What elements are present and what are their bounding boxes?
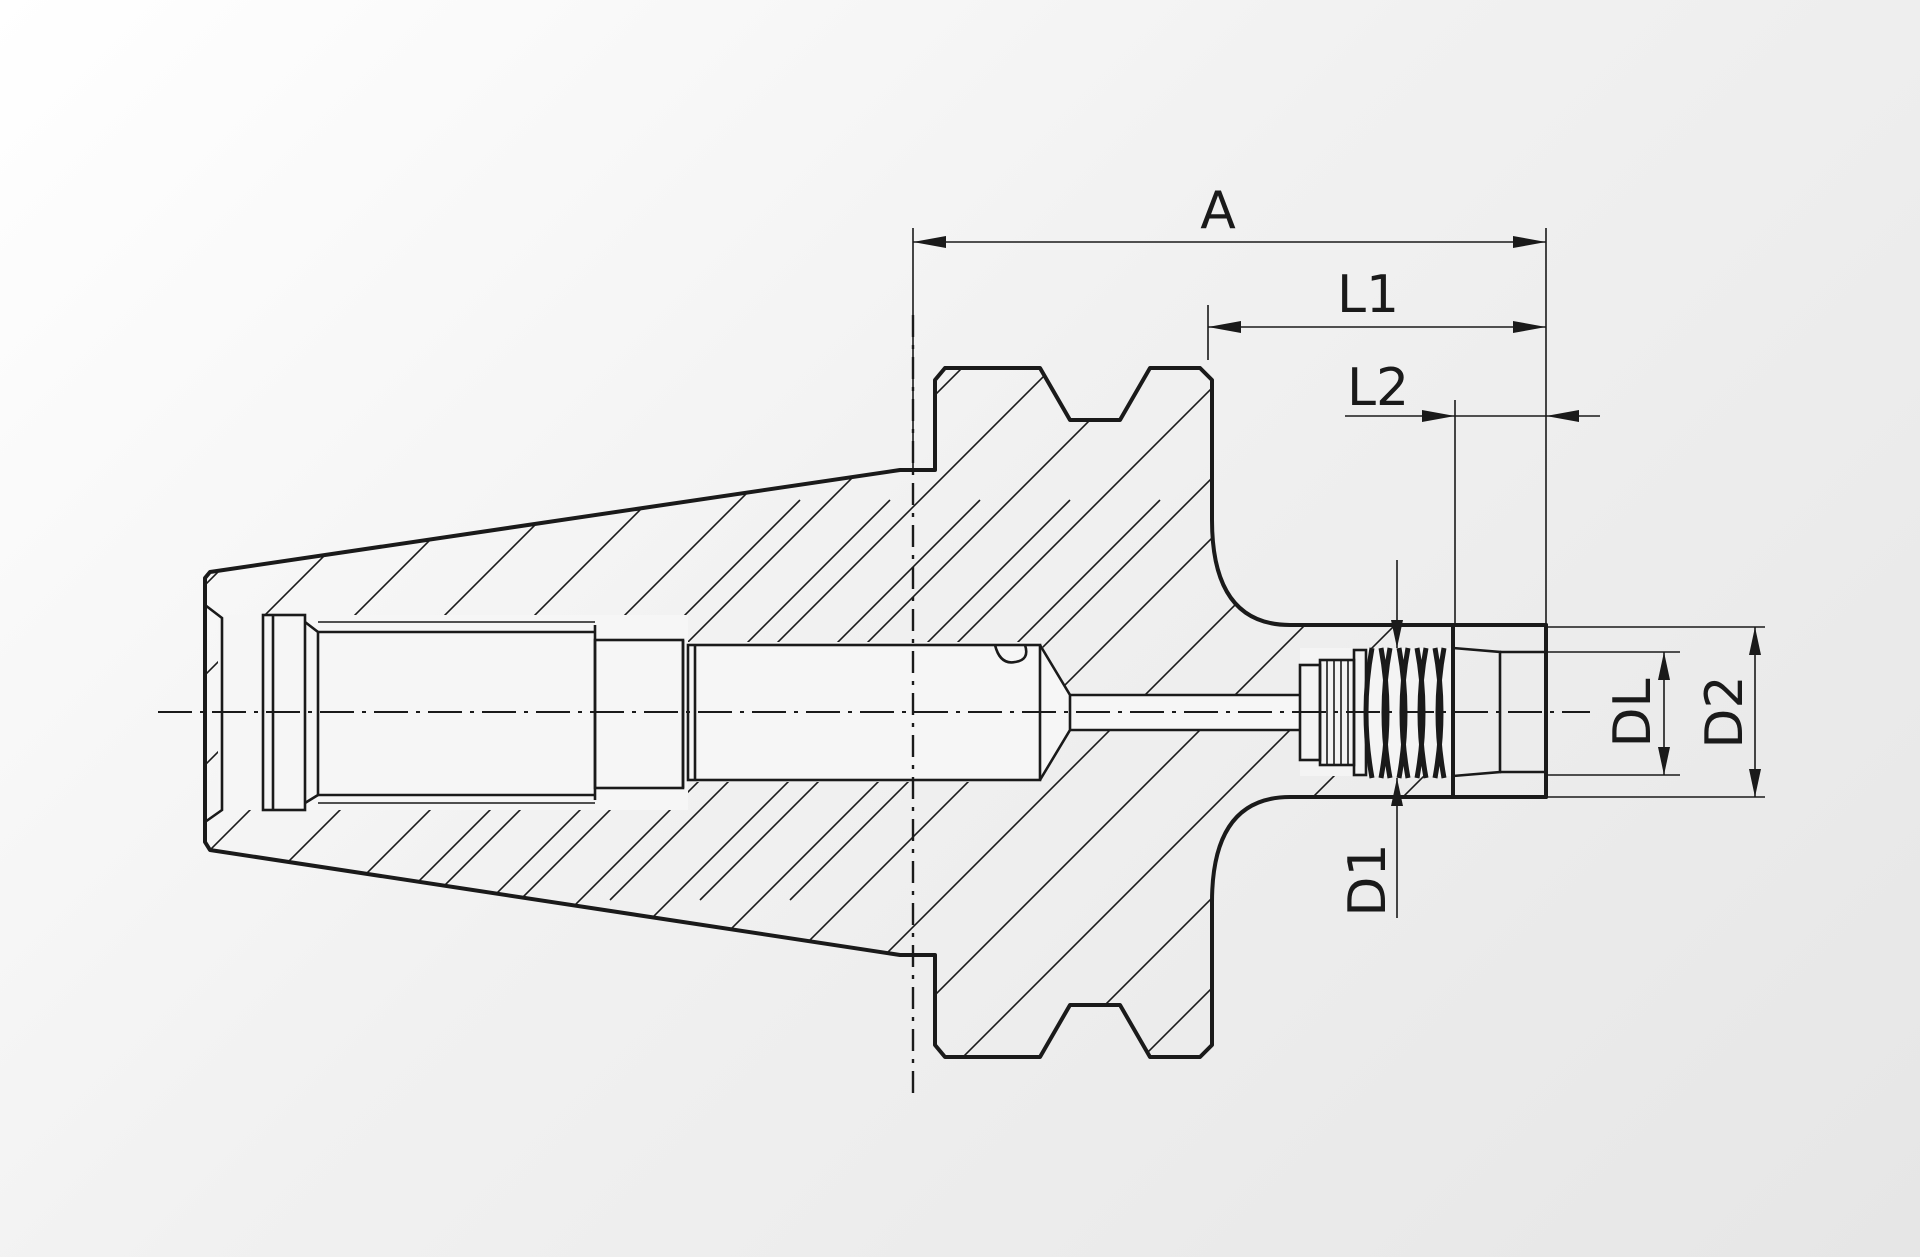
dimension-d1: D1 <box>1338 560 1403 918</box>
dimension-l1: L1 <box>1207 265 1546 360</box>
dimension-a: A <box>912 181 1547 625</box>
dimension-dl-label: DL <box>1603 678 1663 747</box>
dimension-a-label: A <box>1200 181 1236 241</box>
dimension-d2: D2 <box>1546 626 1765 798</box>
dimension-d1-label: D1 <box>1338 843 1398 916</box>
dimension-dl: DL <box>1546 651 1680 776</box>
dimension-l2-label: L2 <box>1347 358 1409 418</box>
dimension-l1-label: L1 <box>1337 265 1399 325</box>
holder-outline <box>203 366 1455 1059</box>
dimension-l2: L2 <box>1345 358 1600 625</box>
dimension-d2-label: D2 <box>1695 675 1755 748</box>
